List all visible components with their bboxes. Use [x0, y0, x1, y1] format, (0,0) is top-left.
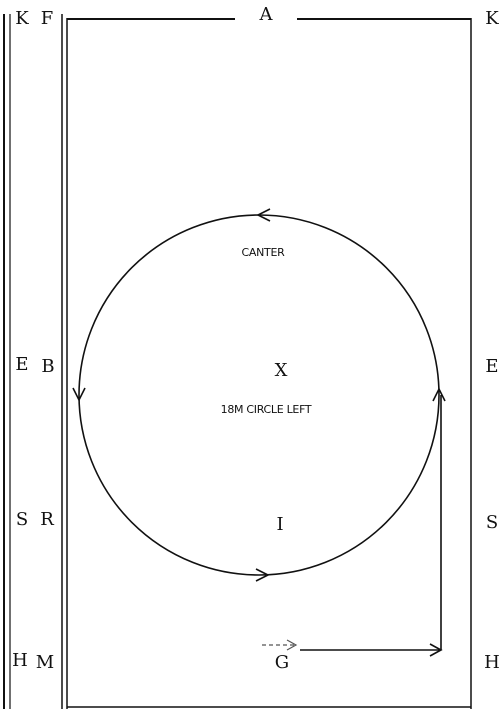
letter-k-right: K [485, 8, 499, 29]
letter-s-left: S [16, 509, 28, 530]
arrow-top [256, 208, 271, 222]
letter-g: G [275, 652, 289, 673]
entry-arrow [429, 643, 443, 657]
letter-b: B [41, 356, 54, 377]
letter-i: I [276, 514, 283, 535]
letter-h-left: H [12, 650, 28, 671]
dashed-entry-arrow [286, 639, 298, 651]
letter-k-left: K [15, 8, 29, 29]
circle-path [78, 214, 440, 576]
letter-s-right: S [486, 512, 498, 533]
gait-label: CANTER [242, 246, 286, 259]
arrow-left [72, 387, 86, 402]
letter-e-right: E [485, 356, 498, 377]
letter-a: A [259, 4, 274, 25]
letter-m: M [36, 652, 54, 673]
letter-h-right: H [484, 652, 500, 673]
letter-r: R [40, 509, 54, 530]
letter-x: X [275, 360, 288, 381]
arrow-right [432, 387, 446, 402]
letter-e-left: E [15, 354, 28, 375]
letter-f: F [41, 8, 54, 29]
arrow-bottom [255, 568, 270, 582]
figure-label: 18M CIRCLE LEFT [221, 403, 312, 416]
